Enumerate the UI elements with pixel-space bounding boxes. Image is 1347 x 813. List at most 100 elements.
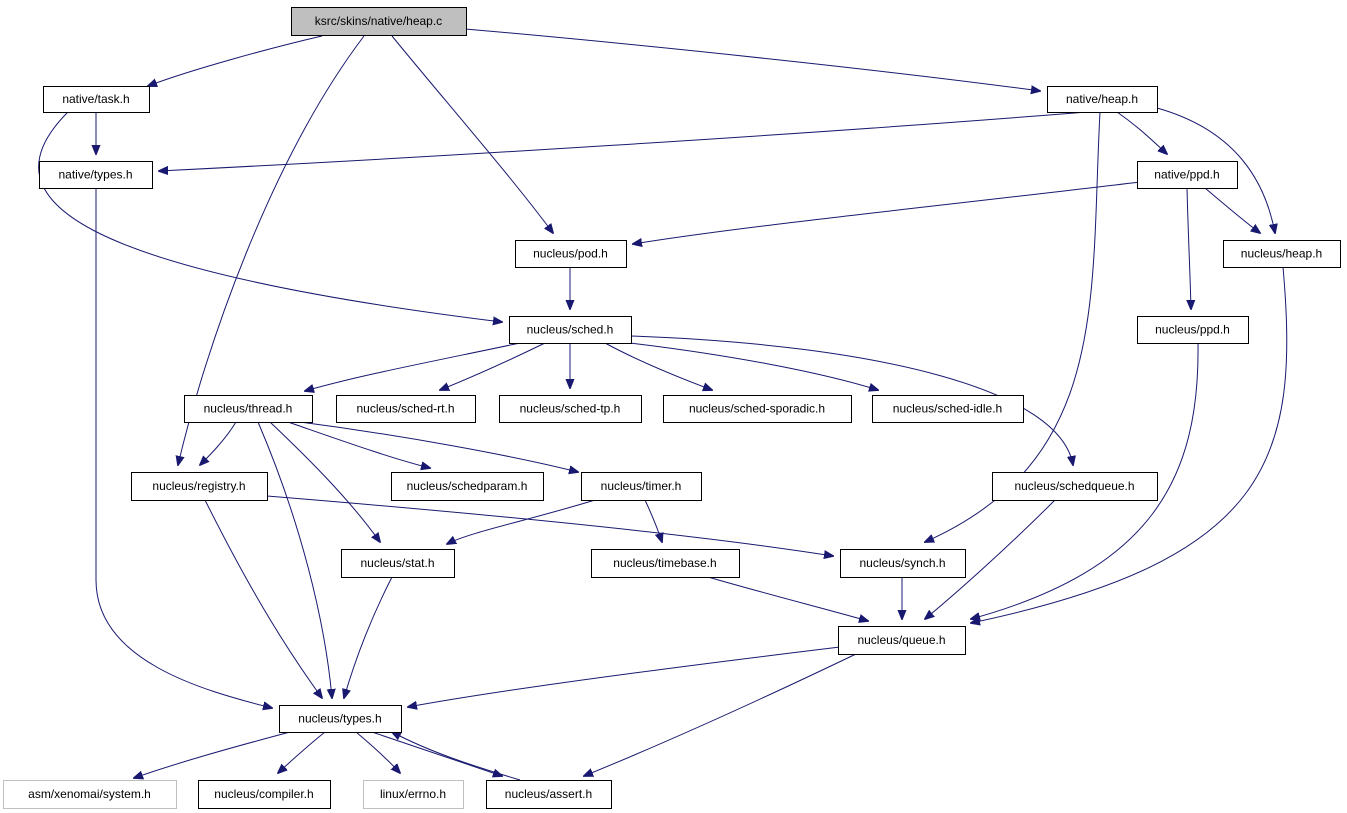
node-label: nucleus/sched-rt.h — [356, 402, 454, 416]
node-nucleus-types[interactable]: nucleus/types.h — [279, 705, 402, 733]
edge-nucleus-timer-to-timebase — [644, 499, 662, 542]
edge-native-ppd-to-nucleus-pod — [633, 181, 1141, 244]
edge-native-ppd-to-nucleus-ppd — [1187, 187, 1191, 309]
edge-nucleus-timer-to-nucleus-stat — [447, 499, 596, 544]
node-label: nucleus/thread.h — [204, 402, 293, 416]
node-box — [1137, 316, 1249, 344]
node-box — [515, 240, 627, 268]
node-asm-system[interactable]: asm/xenomai/system.h — [3, 780, 177, 809]
node-label: nucleus/timer.h — [601, 479, 682, 493]
node-nucleus-sched[interactable]: nucleus/sched.h — [509, 316, 632, 344]
node-box — [391, 472, 544, 501]
edge-nucleus-sched-to-sched-sporadic — [604, 342, 712, 390]
edge-nucleus-ppd-to-nucleus-queue — [971, 342, 1199, 619]
edge-nucleus-queue-to-nucleus-types — [408, 646, 841, 707]
node-label: nucleus/schedparam.h — [407, 479, 528, 493]
node-box — [840, 549, 966, 578]
edge-nucleus-thread-to-nucleus-types — [257, 421, 332, 698]
node-sched-rt[interactable]: nucleus/sched-rt.h — [336, 395, 476, 423]
node-label: linux/errno.h — [380, 787, 446, 801]
node-label: nucleus/stat.h — [360, 556, 434, 570]
edges-layer — [38, 28, 1288, 781]
nodes-layer: ksrc/skins/native/heap.c native/task.h nat… — [3, 7, 1341, 809]
edge-nucleus-sched-to-schedqueue — [630, 335, 1073, 465]
node-compiler[interactable]: nucleus/compiler.h — [198, 780, 331, 809]
edge-nucleus-thread-to-nucleus-stat — [269, 421, 380, 542]
node-nucleus-heap[interactable]: nucleus/heap.h — [1223, 240, 1341, 268]
node-schedparam[interactable]: nucleus/schedparam.h — [391, 472, 544, 501]
node-box — [363, 780, 464, 809]
node-label: ksrc/skins/native/heap.c — [315, 14, 442, 28]
edge-native-task-to-nucleus-sched — [38, 111, 502, 322]
node-native-ppd[interactable]: native/ppd.h — [1137, 161, 1238, 189]
node-box — [43, 86, 150, 113]
node-label: nucleus/compiler.h — [214, 787, 313, 801]
node-label: nucleus/sched-idle.h — [893, 402, 1002, 416]
edge-nucleus-queue-to-nucleus-assert — [584, 653, 857, 776]
node-box — [1223, 240, 1341, 268]
edge-nucleus-heap-to-nucleus-queue — [971, 266, 1288, 623]
node-label: native/heap.h — [1066, 92, 1138, 106]
edge-heap-c-to-native-task — [148, 35, 323, 86]
node-box — [838, 626, 966, 655]
node-native-types[interactable]: native/types.h — [39, 161, 153, 189]
edge-nucleus-registry-to-nucleus-synch — [266, 495, 833, 556]
edge-nucleus-types-to-linux-errno — [355, 731, 400, 773]
node-label: nucleus/sched.h — [527, 323, 614, 337]
node-nucleus-ppd[interactable]: nucleus/ppd.h — [1137, 316, 1249, 344]
node-box — [486, 780, 612, 809]
edge-nucleus-sched-to-sched-rt — [440, 342, 546, 390]
node-nucleus-timer[interactable]: nucleus/timer.h — [581, 472, 702, 501]
edge-native-heap-to-nucleus-heap — [1156, 107, 1275, 233]
edge-nucleus-types-to-asm-system — [134, 731, 291, 778]
node-schedqueue[interactable]: nucleus/schedqueue.h — [992, 472, 1158, 501]
node-box — [581, 472, 702, 501]
node-label: nucleus/assert.h — [505, 787, 592, 801]
node-nucleus-thread[interactable]: nucleus/thread.h — [184, 395, 313, 423]
node-linux-errno[interactable]: linux/errno.h — [363, 780, 464, 809]
node-box — [3, 780, 177, 809]
node-label: nucleus/sched-tp.h — [520, 402, 621, 416]
node-label: nucleus/pod.h — [533, 247, 608, 261]
node-box — [992, 472, 1158, 501]
node-sched-tp[interactable]: nucleus/sched-tp.h — [499, 395, 642, 423]
node-native-heap[interactable]: native/heap.h — [1047, 86, 1158, 113]
node-timebase[interactable]: nucleus/timebase.h — [591, 549, 740, 578]
node-native-task[interactable]: native/task.h — [43, 86, 150, 113]
node-sched-sporadic[interactable]: nucleus/sched-sporadic.h — [663, 395, 852, 423]
node-nucleus-stat[interactable]: nucleus/stat.h — [341, 549, 455, 578]
node-heap-c[interactable]: ksrc/skins/native/heap.c — [291, 7, 467, 36]
edge-nucleus-thread-to-nucleus-registry — [200, 421, 237, 465]
node-box — [591, 549, 740, 578]
node-nucleus-assert[interactable]: nucleus/assert.h — [486, 780, 612, 809]
node-label: nucleus/timebase.h — [613, 556, 716, 570]
edge-timebase-to-nucleus-queue — [707, 576, 868, 621]
node-label: nucleus/queue.h — [857, 633, 945, 647]
edge-native-heap-to-native-ppd — [1116, 111, 1167, 154]
node-box — [291, 7, 467, 36]
edge-nucleus-thread-to-schedparam — [287, 421, 430, 468]
edge-nucleus-sched-to-nucleus-thread — [305, 342, 521, 391]
node-nucleus-pod[interactable]: nucleus/pod.h — [515, 240, 627, 268]
node-nucleus-registry[interactable]: nucleus/registry.h — [131, 472, 268, 501]
node-nucleus-queue[interactable]: nucleus/queue.h — [838, 626, 966, 655]
node-label: native/ppd.h — [1154, 168, 1219, 182]
node-nucleus-synch[interactable]: nucleus/synch.h — [840, 549, 966, 578]
node-box — [184, 395, 313, 423]
edge-schedqueue-to-nucleus-queue — [925, 499, 1056, 619]
node-box — [663, 395, 852, 423]
edge-nucleus-types-to-compiler — [278, 731, 326, 773]
edge-nucleus-types-to-nucleus-assert — [371, 731, 502, 776]
node-label: asm/xenomai/system.h — [28, 787, 151, 801]
node-sched-idle[interactable]: nucleus/sched-idle.h — [872, 395, 1024, 423]
edge-native-heap-to-nucleus-synch — [925, 111, 1101, 542]
node-box — [341, 549, 455, 578]
edge-native-ppd-to-nucleus-heap — [1204, 187, 1260, 233]
edge-native-types-to-nucleus-types — [95, 187, 272, 708]
node-label: native/types.h — [58, 168, 132, 182]
edge-nucleus-assert-to-nucleus-types — [392, 732, 521, 781]
edge-nucleus-registry-to-nucleus-types — [204, 499, 322, 698]
node-label: nucleus/sched-sporadic.h — [689, 402, 825, 416]
edge-nucleus-thread-to-nucleus-timer — [299, 421, 578, 472]
